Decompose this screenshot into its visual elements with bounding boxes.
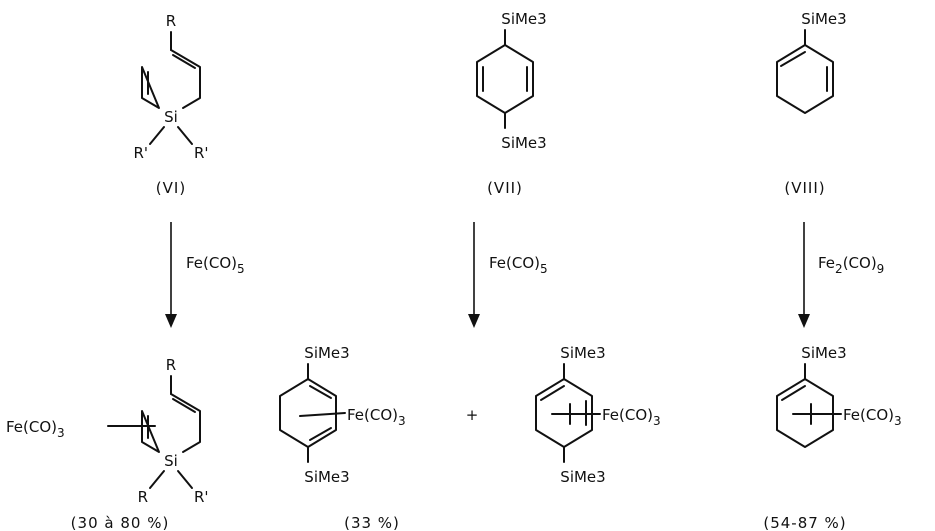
products-2-3-yield: (33 %)	[344, 514, 400, 531]
product-2: SiMe3 Fe(CO)3 SiMe3	[279, 344, 406, 486]
product-3: SiMe3 Fe(CO)3 SiMe3	[535, 344, 661, 486]
reagent-vii: Fe(CO)5	[489, 254, 548, 276]
product-4-iron-group: Fe(CO)3	[843, 406, 902, 428]
compound-vi: R Si R' R' (VI)	[133, 12, 208, 197]
product-3-bottom-substituent: SiMe3	[560, 468, 605, 486]
product-1-substituent-left: R	[138, 488, 148, 506]
reagent-vi: Fe(CO)5	[186, 254, 245, 276]
product-1-substituent-right: R'	[194, 488, 209, 506]
arrow-vii: Fe(CO)5	[468, 222, 548, 328]
compound-vii-label: (VII)	[487, 179, 523, 197]
compound-viii: SiMe3 (VIII)	[776, 10, 847, 197]
product-4-yield: (54-87 %)	[763, 514, 846, 531]
compound-viii-top-substituent: SiMe3	[801, 10, 846, 28]
product-4-top-substituent: SiMe3	[801, 344, 846, 362]
product-2-bottom-substituent: SiMe3	[304, 468, 349, 486]
compound-vi-top-substituent: R	[166, 12, 176, 30]
product-1: R Fe(CO)3 Si R R' (30 à 80 %)	[6, 356, 209, 531]
compound-vi-silicon: Si	[164, 108, 178, 126]
product-3-top-substituent: SiMe3	[560, 344, 605, 362]
compound-vi-label: (VI)	[156, 179, 186, 197]
compound-vii-top-substituent: SiMe3	[501, 10, 546, 28]
product-2-top-substituent: SiMe3	[304, 344, 349, 362]
product-1-silicon: Si	[164, 452, 178, 470]
compound-vi-substituent-left: R'	[133, 144, 148, 162]
arrow-viii: Fe2(CO)9	[798, 222, 884, 328]
product-3-iron-group: Fe(CO)3	[602, 406, 661, 428]
plus-sign: +	[466, 406, 479, 424]
arrow-vi: Fe(CO)5	[165, 222, 245, 328]
product-4: SiMe3 Fe(CO)3 (54-87 %)	[763, 344, 901, 531]
product-1-iron-group: Fe(CO)3	[6, 418, 65, 440]
compound-viii-label: (VIII)	[784, 179, 825, 197]
compound-vi-substituent-right: R'	[194, 144, 209, 162]
product-1-top-substituent: R	[166, 356, 176, 374]
compound-vii: SiMe3 SiMe3 (VII)	[476, 10, 547, 197]
product-1-yield: (30 à 80 %)	[71, 514, 170, 531]
compound-vii-bottom-substituent: SiMe3	[501, 134, 546, 152]
product-2-iron-group: Fe(CO)3	[347, 406, 406, 428]
reagent-viii: Fe2(CO)9	[818, 254, 884, 276]
